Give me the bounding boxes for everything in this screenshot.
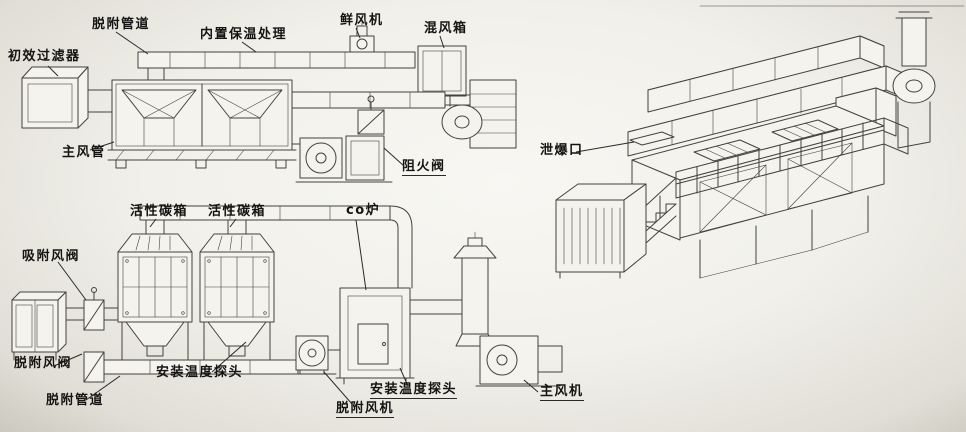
primary-filter-box — [21, 66, 113, 129]
chimney-stack — [409, 231, 497, 347]
fan-and-fire-damper — [291, 95, 393, 183]
label-temp-probe-1: 安装温度探头 — [156, 365, 244, 380]
label-main-fan: 主风机 — [540, 384, 584, 402]
main-duct-right — [291, 91, 471, 109]
bottom-left-drawing — [11, 205, 563, 387]
main-fan-unit — [475, 335, 563, 387]
desorption-fan-unit — [291, 335, 341, 375]
right-isometric-drawing — [555, 11, 936, 279]
label-explosion-vent: 泄爆口 — [540, 143, 584, 158]
label-carbon-box-1: 活性碳箱 — [130, 204, 189, 219]
label-mixing-box: 混风箱 — [424, 21, 468, 36]
label-desorption-valve: 脱附风阀 — [14, 356, 73, 371]
iso-left-cabinet — [555, 183, 647, 279]
bottom-desorption-pipe — [83, 351, 299, 383]
carbon-box-1 — [117, 219, 193, 373]
co-furnace-unit — [335, 287, 415, 385]
control-cabinet — [11, 291, 67, 361]
mixing-box-unit — [417, 45, 467, 107]
label-desorption-duct-top: 脱附管道 — [92, 17, 151, 32]
label-insulation: 内置保温处理 — [200, 27, 288, 42]
main-chamber — [107, 79, 297, 169]
label-fire-damper: 阻火阀 — [402, 159, 446, 177]
carbon-box-2 — [199, 219, 275, 373]
leader-lines — [47, 27, 635, 405]
label-main-duct: 主风管 — [62, 145, 106, 160]
label-co-furnace: co炉 — [346, 203, 381, 218]
label-desorption-duct-bottom: 脱附管道 — [46, 393, 105, 408]
iso-blower-stack — [892, 11, 936, 149]
right-blower-unit — [441, 79, 517, 149]
adsorption-valve-duct — [65, 287, 119, 331]
iso-railing — [675, 117, 909, 199]
label-desorption-fan: 脱附风机 — [336, 401, 395, 419]
label-fresh-air-fan: 鲜风机 — [340, 13, 384, 28]
label-adsorption-valve: 吸附风阀 — [22, 249, 81, 264]
top-left-drawing — [21, 19, 517, 183]
label-primary-filter: 初效过滤器 — [8, 49, 81, 64]
desorption-pipe-top — [137, 51, 416, 81]
top-pipe-elbow — [139, 205, 413, 289]
label-carbon-box-2: 活性碳箱 — [208, 204, 267, 219]
label-temp-probe-2: 安装温度探头 — [370, 382, 458, 400]
